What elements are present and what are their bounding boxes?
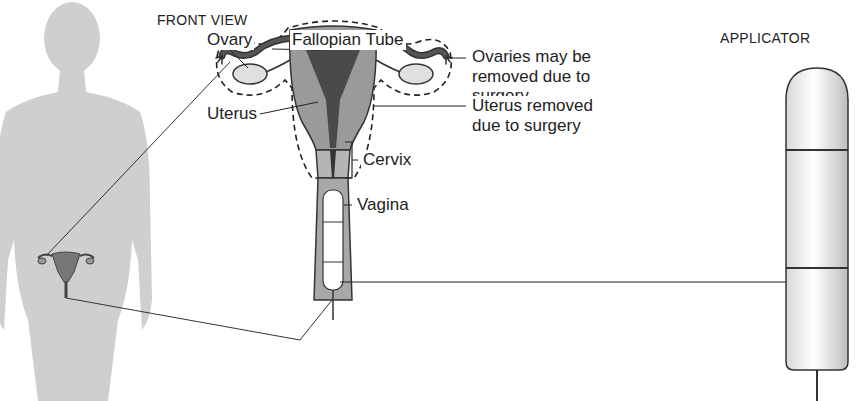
part-label: Fallopian Tube <box>290 30 406 50</box>
part-label: Cervix <box>361 150 413 170</box>
zoom-line <box>300 300 332 340</box>
view-caption: FRONT VIEW <box>155 12 250 28</box>
body-silhouette <box>0 2 152 401</box>
small-uterus <box>38 252 94 298</box>
applicator <box>786 68 848 401</box>
zoom-line <box>66 298 300 340</box>
part-label: Ovary <box>205 30 254 50</box>
part-label: Uterus <box>205 104 259 124</box>
cervix-bracket <box>345 142 352 178</box>
ovaries <box>233 60 433 84</box>
zoom-line <box>46 62 230 256</box>
vagina-drawing <box>314 178 352 320</box>
part-label: Vagina <box>355 195 411 215</box>
note-label: Uterus removed due to surgery <box>470 96 624 135</box>
component-label: APPLICATOR <box>718 30 812 46</box>
